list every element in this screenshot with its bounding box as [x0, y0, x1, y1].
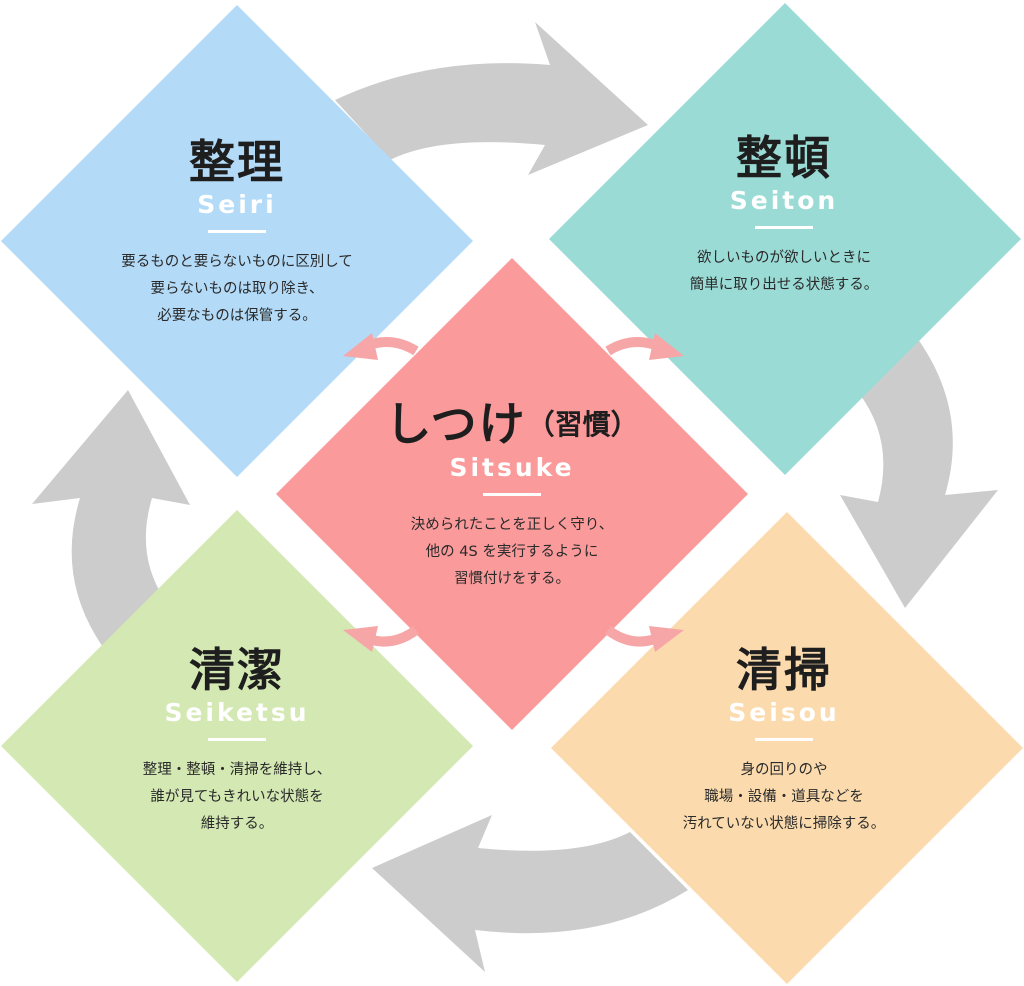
- seiton-description: 欲しいものが欲しいときに 簡単に取り出せる状態する。: [614, 245, 954, 299]
- seiton-title: 整頓: [736, 131, 832, 185]
- small-arrow-bottom-left-icon: [343, 625, 419, 652]
- small-arrows: [343, 333, 684, 652]
- seiketsu-divider: [208, 738, 266, 741]
- seisou-block: 清掃 Seisou 身の回りのや 職場・設備・道具などを 汚れていない状態に掃除…: [614, 644, 954, 838]
- shitsuke-romaji: Sitsuke: [449, 453, 575, 482]
- seiri-title: 整理: [189, 135, 285, 189]
- seisou-title: 清掃: [736, 643, 832, 697]
- shitsuke-desc-line: 他の 4S を実行するように: [425, 544, 599, 560]
- small-arrow-top-right-icon: [605, 333, 684, 360]
- shitsuke-desc-line: 習慣付けをする。: [454, 571, 570, 587]
- cycle-arrow-bottom-icon: [372, 815, 688, 972]
- small-arrow-bottom-right-icon: [605, 625, 684, 652]
- seiri-divider: [208, 230, 266, 233]
- seiri-desc-line: 必要なものは保管する。: [157, 308, 317, 324]
- seiketsu-desc-line: 維持する。: [200, 816, 274, 832]
- seisou-description: 身の回りのや 職場・設備・道具などを 汚れていない状態に掃除する。: [614, 757, 954, 838]
- seiton-block: 整頓 Seiton 欲しいものが欲しいときに 簡単に取り出せる状態する。: [614, 132, 954, 299]
- seiketsu-desc-line: 誰が見てもきれいな状態を: [150, 789, 324, 805]
- seiketsu-description: 整理・整頓・清掃を維持し、 誰が見てもきれいな状態を 維持する。: [67, 757, 407, 838]
- seiri-desc-line: 要るものと要らないものに区別して: [121, 254, 353, 270]
- shitsuke-title-paren: （習慣）: [526, 408, 639, 441]
- seiketsu-title: 清潔: [189, 643, 285, 697]
- cycle-arrows: [32, 22, 998, 972]
- seiri-block: 整理 Seiri 要るものと要らないものに区別して 要らないものは取り除き、 必…: [67, 136, 407, 330]
- seiri-diamond: [1, 5, 473, 477]
- small-arrow-top-left-icon: [343, 333, 419, 360]
- seiketsu-block: 清潔 Seiketsu 整理・整頓・清掃を維持し、 誰が見てもきれいな状態を 維…: [67, 644, 407, 838]
- seisou-desc-line: 汚れていない状態に掃除する。: [682, 816, 886, 832]
- seiton-desc-line: 欲しいものが欲しいときに: [697, 250, 871, 266]
- seiri-desc-line: 要らないものは取り除き、: [150, 281, 324, 297]
- shitsuke-block: しつけ（習慣） Sitsuke 決められたことを正しく守り、 他の 4S を実行…: [342, 398, 682, 593]
- shitsuke-divider: [483, 493, 541, 496]
- seiketsu-diamond: [1, 510, 473, 982]
- seisou-romaji: Seisou: [728, 698, 840, 727]
- seisou-divider: [755, 738, 813, 741]
- seiketsu-desc-line: 整理・整頓・清掃を維持し、: [142, 762, 332, 778]
- cycle-arrow-left-icon: [32, 390, 190, 650]
- seiton-desc-line: 簡単に取り出せる状態する。: [689, 277, 879, 293]
- cycle-arrow-right-icon: [840, 335, 998, 608]
- shitsuke-description: 決められたことを正しく守り、 他の 4S を実行するように 習慣付けをする。: [342, 512, 682, 593]
- shitsuke-desc-line: 決められたことを正しく守り、: [410, 517, 614, 533]
- seisou-desc-line: 職場・設備・道具などを: [704, 789, 864, 805]
- shitsuke-title-main: しつけ: [385, 397, 527, 451]
- seiton-divider: [755, 226, 813, 229]
- cycle-arrow-top-icon: [335, 22, 648, 175]
- seisou-desc-line: 身の回りのや: [740, 762, 828, 778]
- seiri-romaji: Seiri: [197, 190, 277, 219]
- seiton-romaji: Seiton: [729, 186, 839, 215]
- seiri-description: 要るものと要らないものに区別して 要らないものは取り除き、 必要なものは保管する…: [67, 249, 407, 330]
- seiketsu-romaji: Seiketsu: [164, 698, 310, 727]
- shitsuke-title: しつけ（習慣）: [342, 398, 682, 451]
